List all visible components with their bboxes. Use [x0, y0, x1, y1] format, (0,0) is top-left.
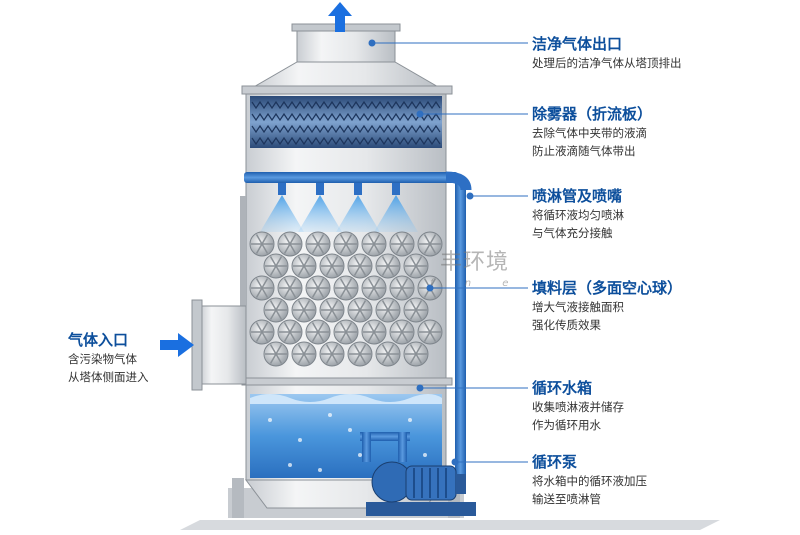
label-desc: 强化传质效果 — [532, 318, 601, 332]
label-clean-gas-outlet: 洁净气体出口 处理后的洁净气体从塔顶排出 — [532, 34, 682, 72]
label-desc: 收集喷淋液并储存 — [532, 400, 624, 414]
label-packing-layer: 填料层（多面空心球） 增大气液接触面积 强化传质效果 — [532, 278, 682, 334]
label-title: 循环泵 — [532, 453, 578, 471]
label-title: 洁净气体出口 — [532, 35, 623, 53]
water-tank — [250, 394, 442, 478]
label-title: 除雾器（折流板） — [532, 105, 653, 123]
demister-plates — [250, 96, 442, 148]
label-desc: 含污染物气体 — [68, 352, 137, 366]
label-circulation-pump: 循环泵 将水箱中的循环液加压 输送至喷淋管 — [532, 452, 647, 508]
label-title: 喷淋管及喷嘴 — [532, 187, 623, 205]
leader-lines — [368, 39, 528, 466]
spray-header — [244, 172, 458, 232]
label-desc: 将水箱中的循环液加压 — [532, 474, 647, 488]
outlet-arrow-icon — [328, 2, 352, 32]
label-desc: 从塔体侧面进入 — [68, 370, 149, 384]
label-title: 气体入口 — [68, 331, 129, 349]
label-title: 填料层（多面空心球） — [532, 279, 683, 297]
label-desc: 处理后的洁净气体从塔顶排出 — [532, 56, 682, 70]
label-water-tank: 循环水箱 收集喷淋液并储存 作为循环用水 — [532, 378, 624, 434]
label-desc: 将循环液均匀喷淋 — [532, 208, 624, 222]
packing-layer — [249, 231, 443, 367]
circulation-pump — [366, 461, 476, 516]
label-gas-inlet: 气体入口 含污染物气体 从塔体侧面进入 — [68, 330, 149, 386]
label-spray-pipe: 喷淋管及喷嘴 将循环液均匀喷淋 与气体充分接触 — [532, 186, 624, 242]
label-desc: 增大气液接触面积 — [532, 300, 624, 314]
label-desc: 与气体充分接触 — [532, 226, 613, 240]
gas-inlet-nozzle — [191, 299, 247, 391]
watermark-text: 丰环境 — [440, 250, 510, 275]
label-desc: 防止液滴随气体带出 — [532, 144, 636, 158]
label-demister: 除雾器（折流板） 去除气体中夹带的液滴 防止液滴随气体带出 — [532, 104, 652, 160]
label-desc: 作为循环用水 — [532, 418, 601, 432]
inlet-arrow-icon — [160, 333, 194, 357]
label-desc: 输送至喷淋管 — [532, 492, 601, 506]
circulation-pipe — [360, 171, 472, 478]
label-desc: 去除气体中夹带的液滴 — [532, 126, 647, 140]
label-title: 循环水箱 — [532, 379, 593, 397]
watermark-sub: f n e — [430, 278, 523, 289]
